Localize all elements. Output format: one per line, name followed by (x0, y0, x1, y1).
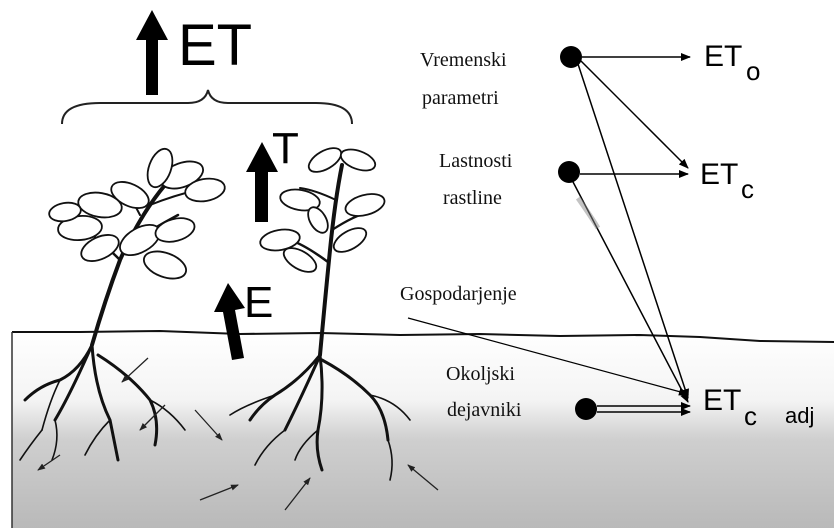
vremenski-label-line1: Vremenski (420, 49, 507, 71)
eto-subscript: o (746, 56, 760, 86)
lastnosti-label-line1: Lastnosti (439, 150, 513, 172)
lastnosti-label-line2: rastline (443, 187, 502, 209)
eto-output: ET o (704, 40, 760, 86)
etcadj-label: ET (703, 384, 741, 417)
etc-label: ET (700, 158, 738, 191)
arrow-vremenski-etc (580, 60, 688, 168)
curly-brace (62, 90, 352, 124)
et-label: ET (178, 13, 252, 78)
gospodarjenje-label: Gospodarjenje (400, 283, 517, 305)
etcadj-subscript-c: c (744, 401, 757, 431)
vremenski-label-line2: parametri (422, 87, 499, 109)
et-up-arrow-icon (136, 10, 168, 95)
lastnosti-dot (558, 161, 580, 183)
okoljski-dot (575, 398, 597, 420)
okoljski-label-line1: Okoljski (446, 363, 515, 385)
etc-output: ET c (700, 158, 754, 204)
e-label: E (244, 278, 273, 327)
soil-layer (12, 331, 834, 528)
okoljski-label-line2: dejavniki (447, 399, 522, 421)
eto-label: ET (704, 40, 742, 73)
etcadj-subscript-adj: adj (785, 403, 814, 428)
t-label: T (272, 124, 299, 173)
etc-subscript: c (741, 174, 754, 204)
